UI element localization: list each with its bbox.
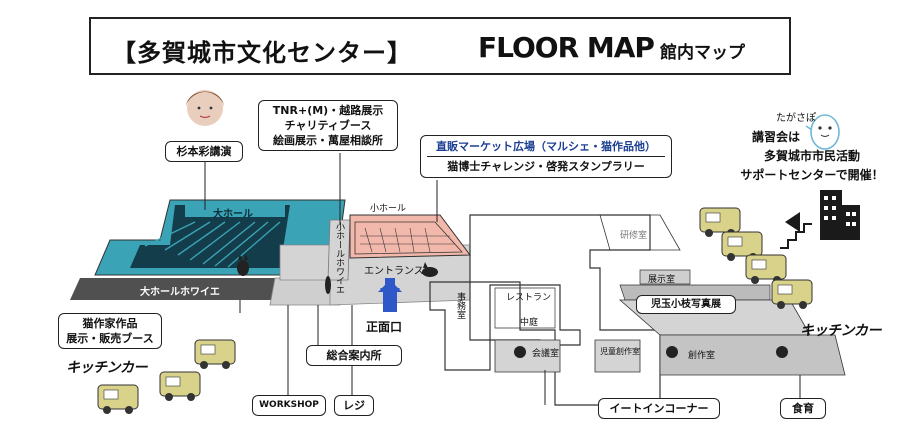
tnr-line-3: 絵画展示・萬屋相談所 [273, 134, 383, 147]
entrance-arrow-head [378, 280, 402, 292]
eat-in-corner-callout: イートインコーナー [598, 398, 720, 419]
sugimoto-lecture-callout: 杉本彩講演 [165, 141, 243, 162]
shokuiku-callout: 食育 [780, 398, 826, 419]
market-callout: 直販マーケット広場（マルシェ・猫作品他） 猫博士チャレンジ・啓発スタンプラリー [420, 135, 672, 178]
kitchen-car-icons-right [699, 207, 813, 309]
exhibition-room-label: 展示室 [648, 275, 676, 285]
market-subtitle: 猫博士チャレンジ・啓発スタンプラリー [427, 156, 665, 174]
kitchen-car-icons-left [97, 339, 236, 414]
creative-room [594, 339, 641, 373]
tnr-exhibit-callout: TNR+(M)・越路展示 チャリティブース 絵画展示・萬屋相談所 [258, 100, 398, 151]
workshop-room-label: 創作室 [688, 351, 716, 361]
cat-silhouette-icons [237, 254, 788, 358]
tagasapo-name: たがさぽ [776, 113, 816, 124]
kodama-photo-callout: 児玉小枝写真展 [636, 295, 736, 314]
tagasapo-message: 講習会は 多賀城市市民活動 サポートセンターで開催！ [734, 128, 890, 185]
register-callout: レジ [334, 395, 374, 416]
page-title: 【多賀城市文化センター】 [112, 39, 412, 67]
info-desk-callout: 総合案内所 [306, 345, 402, 366]
small-hall-foyer-label: 小ホールホワイエ [334, 222, 344, 294]
large-hall-foyer-label: 大ホールホワイエ [140, 287, 220, 298]
large-hall-label: 大ホール [213, 209, 253, 220]
meeting-room [494, 339, 561, 373]
kitchen-car-label-right: キッチンカー [800, 323, 882, 339]
small-hall-area [349, 214, 471, 259]
tagasapo-line-3: サポートセンターで開催！ [740, 168, 884, 182]
tagasapo-mascot-icon [805, 114, 840, 150]
small-hall-label: 小ホール [370, 204, 407, 214]
header-frame [89, 17, 791, 75]
lecture-room-label: 研修室 [620, 231, 648, 241]
creative-room-label: 児童創作室 [600, 347, 640, 356]
meeting-room-label: 会議室 [532, 349, 560, 359]
courtyard-label: 中庭 [520, 318, 539, 328]
sugimoto-portrait-icon [186, 90, 224, 126]
artist-line-2: 展示・販売ブース [66, 332, 154, 345]
support-center-building-icon [780, 190, 860, 249]
tagasapo-line-2: 多賀城市市民活動 [763, 149, 860, 163]
main-entrance-label: 正面口 [366, 320, 403, 334]
tnr-line-2: チャリティブース [284, 119, 372, 132]
artist-line-1: 猫作家作品 [82, 317, 138, 330]
floor-map-subtitle: 館内マップ [660, 43, 745, 63]
exhibition-room [639, 269, 691, 285]
kitchen-car-label-left: キッチンカー [66, 360, 148, 376]
floor-map-logo: FLOOR MAP [478, 31, 655, 64]
market-title: 直販マーケット広場（マルシェ・猫作品他） [436, 140, 656, 153]
entrance-label: エントランス [364, 266, 424, 277]
workshop-room [659, 334, 846, 376]
workshop-callout: WORKSHOP [252, 395, 326, 416]
tagasapo-line-1: 講習会は [752, 130, 801, 144]
restaurant-label: レストラン [506, 293, 552, 303]
entrance-arrow-body [383, 290, 397, 312]
tnr-line-1: TNR+(M)・越路展示 [272, 104, 384, 117]
cat-artist-callout: 猫作家作品 展示・販売ブース [58, 313, 162, 349]
office-label: 事務室 [455, 292, 465, 319]
small-hall-foyer-area [327, 219, 351, 281]
